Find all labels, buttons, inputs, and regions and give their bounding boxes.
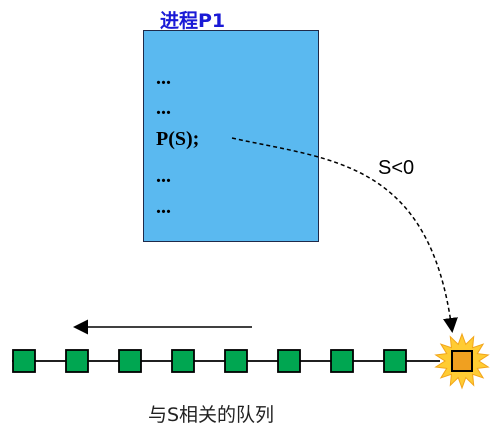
queue-node bbox=[171, 349, 195, 373]
process-box bbox=[143, 30, 319, 242]
queue-node bbox=[277, 349, 301, 373]
wait-arrow bbox=[231, 137, 458, 333]
queue-node bbox=[330, 349, 354, 373]
queue-nodes bbox=[12, 349, 407, 373]
code-line: ... bbox=[156, 67, 171, 89]
queue-node bbox=[118, 349, 142, 373]
queue-node bbox=[224, 349, 248, 373]
queue-label: 与S相关的队列 bbox=[148, 404, 275, 426]
condition-label: S<0 bbox=[378, 157, 415, 179]
code-line-wait: P(S); bbox=[156, 128, 200, 150]
queue-node bbox=[383, 349, 407, 373]
queue-node bbox=[65, 349, 89, 373]
process-title: 进程P1 bbox=[160, 10, 226, 32]
code-line: ... bbox=[156, 97, 171, 119]
code-line: ... bbox=[156, 165, 171, 187]
queue-node bbox=[12, 349, 36, 373]
code-line: ... bbox=[156, 196, 171, 218]
queue-tail-box bbox=[451, 350, 473, 372]
